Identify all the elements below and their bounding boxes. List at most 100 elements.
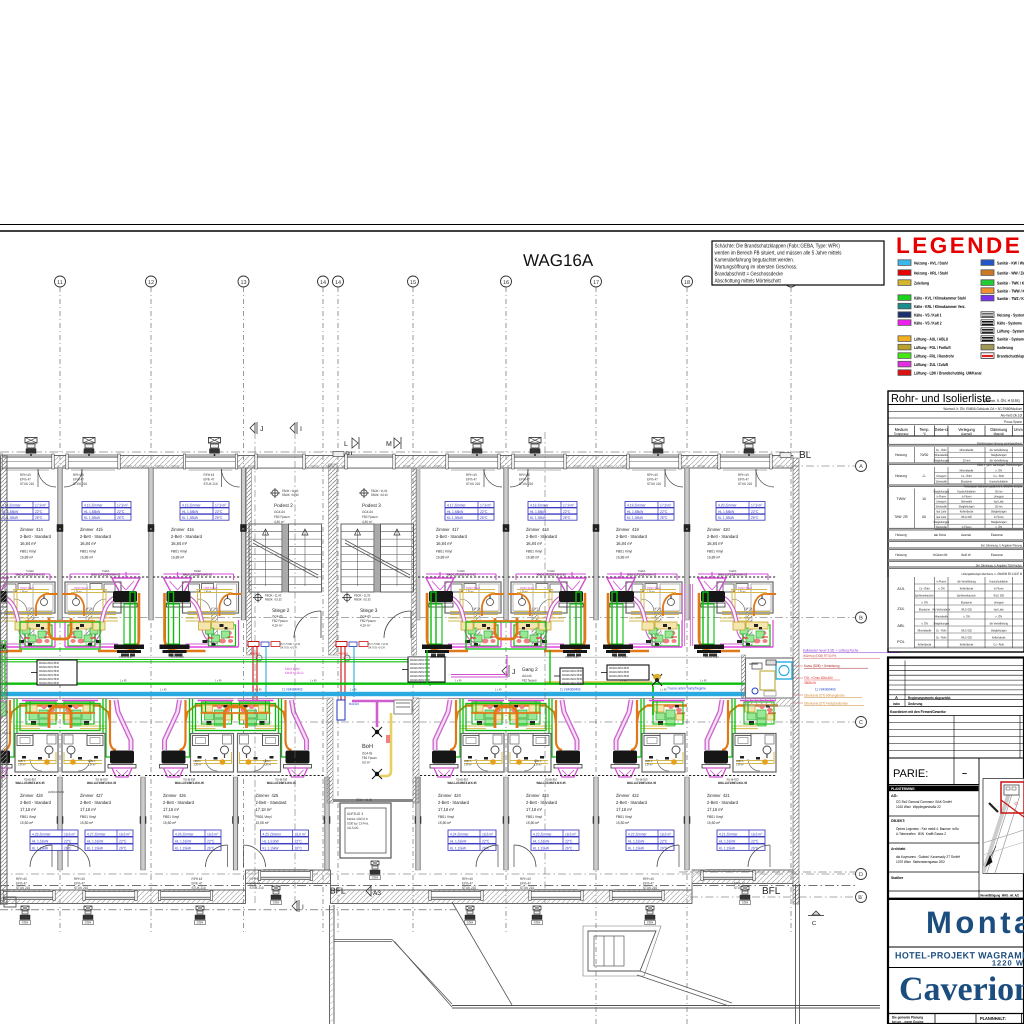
svg-text:BL: BL bbox=[799, 450, 812, 461]
svg-text:2-Bett - Standard: 2-Bett - Standard bbox=[616, 800, 647, 805]
svg-text:WAGKLIM01 8040: WAGKLIM01 8040 bbox=[39, 661, 59, 665]
svg-text:30 mm: 30 mm bbox=[995, 489, 1003, 493]
svg-text:17,18 m²: 17,18 m² bbox=[80, 807, 96, 812]
svg-text:22°C: 22°C bbox=[117, 509, 125, 514]
svg-text:RPH 43: RPH 43 bbox=[647, 473, 658, 477]
svg-text:0,0 m²: 0,0 m² bbox=[362, 761, 371, 765]
svg-text:Caverion: Caverion bbox=[899, 971, 1024, 1008]
svg-text:Montage: Montage bbox=[926, 905, 1024, 940]
svg-text:18,6 m²: 18,6 m² bbox=[119, 831, 131, 836]
svg-text:Keller/decke: Keller/decke bbox=[960, 510, 974, 514]
svg-text:2-Bett - Standard: 2-Bett - Standard bbox=[707, 534, 738, 539]
svg-text:Trockn: Trockn bbox=[547, 569, 555, 573]
svg-text:Mineralwolle: Mineralwolle bbox=[934, 615, 948, 619]
svg-text:Ausmaß: Ausmaß bbox=[961, 533, 971, 537]
svg-text:22°C: 22°C bbox=[751, 838, 759, 843]
svg-text:Zimmer 425: Zimmer 425 bbox=[256, 793, 279, 798]
svg-text:22°C: 22°C bbox=[480, 509, 488, 514]
svg-text:Kälte - VS / Kalt 1: Kälte - VS / Kalt 1 bbox=[914, 313, 942, 318]
svg-text:Dämmung: Dämmung bbox=[990, 427, 1007, 432]
svg-text:WLG 035: WLG 035 bbox=[994, 594, 1005, 598]
svg-text:Elastomer: Elastomer bbox=[991, 553, 1004, 557]
svg-text:Koordiniert mit den Firmen/Gew: Koordiniert mit den Firmen/Gewerke bbox=[890, 710, 946, 714]
svg-text:1 x 60: 1 x 60 bbox=[660, 688, 667, 692]
svg-text:26°C: 26°C bbox=[660, 515, 668, 520]
svg-text:STUK 210: STUK 210 bbox=[519, 482, 533, 486]
svg-text:n. ÖN: n. ÖN bbox=[921, 601, 927, 605]
svg-text:22°C: 22°C bbox=[64, 838, 72, 843]
svg-text:Kälte - KRL / Klimakammer Verz: Kälte - KRL / Klimakammer Verz. bbox=[914, 304, 966, 309]
svg-text:WAG16A: WAG16A bbox=[523, 251, 594, 270]
svg-text:KL 1,36kW: KL 1,36kW bbox=[447, 515, 463, 520]
svg-text:HL 1,68kW: HL 1,68kW bbox=[530, 509, 547, 514]
svg-text:GS04: GS04 bbox=[197, 921, 204, 925]
svg-text:FBOK +11,00: FBOK +11,00 bbox=[282, 489, 298, 493]
svg-text:4,36 m²: 4,36 m² bbox=[274, 520, 285, 524]
svg-text:FB2 Fpsum: FB2 Fpsum bbox=[362, 515, 378, 519]
svg-text:EPIh 47: EPIh 47 bbox=[466, 478, 477, 482]
svg-text:(A02)XXXWN2: (A02)XXXWN2 bbox=[48, 790, 64, 794]
svg-text:26°C: 26°C bbox=[563, 515, 571, 520]
svg-text:2-Bett - Standard: 2-Bett - Standard bbox=[80, 534, 111, 539]
svg-text:B´: B´ bbox=[858, 894, 864, 901]
svg-text:TWW: TWW bbox=[897, 497, 907, 501]
svg-text:bei un... wenn Gegine: bei un... wenn Gegine bbox=[892, 1020, 923, 1024]
svg-text:HL 1,68kW: HL 1,68kW bbox=[447, 509, 464, 514]
svg-text:Zimmer 422: Zimmer 422 bbox=[616, 793, 639, 798]
svg-text:Schächte: Die Brandschutzklapp: Schächte: Die Brandschutzklappen (Fabr.:… bbox=[715, 243, 840, 250]
svg-text:FB01 Vinyl: FB01 Vinyl bbox=[436, 550, 452, 554]
svg-text:STUK 210: STUK 210 bbox=[520, 886, 534, 890]
svg-text:10: 10 bbox=[922, 497, 926, 501]
svg-text:die Verteilleitung: die Verteilleitung bbox=[990, 622, 1008, 626]
svg-text:BFL: BFL bbox=[330, 886, 346, 896]
svg-text:n. ÖN: n. ÖN bbox=[996, 525, 1002, 529]
svg-text:FB02 F.: FB02 F. bbox=[194, 759, 202, 763]
svg-text:Cu - Rohr: Cu - Rohr bbox=[936, 636, 947, 640]
svg-text:Heizung: Heizung bbox=[895, 553, 906, 557]
svg-text:Cu - Rohr: Cu - Rohr bbox=[961, 474, 972, 478]
svg-text:EPIh 47: EPIh 47 bbox=[73, 478, 84, 482]
svg-text:11: 11 bbox=[57, 280, 63, 286]
svg-text:FB02 Fliesen: FB02 Fliesen bbox=[20, 586, 34, 590]
svg-text:Podest 3: Podest 3 bbox=[362, 503, 381, 509]
svg-text:HOTEL-PROJEKT WAGRAMER: HOTEL-PROJEKT WAGRAMER bbox=[895, 951, 1024, 961]
svg-text:RBOK +10,92: RBOK +10,92 bbox=[265, 598, 282, 602]
svg-text:die Kaymanns - Gabriel Kavern: die Kaymanns - Gabriel Kavernady 2T GmbH bbox=[896, 855, 960, 859]
svg-text:B: B bbox=[859, 616, 863, 622]
svg-text:KL 1,15kW: KL 1,15kW bbox=[450, 845, 466, 850]
svg-text:17,18 m²: 17,18 m² bbox=[616, 807, 632, 812]
svg-text:1 x 60: 1 x 60 bbox=[350, 688, 357, 692]
svg-text:M41/3/4: M41/3/4 bbox=[349, 702, 359, 706]
svg-text:Heizung - HVL / Stahl: Heizung - HVL / Stahl bbox=[914, 261, 948, 266]
svg-text:SD-Bt-810: SD-Bt-810 bbox=[183, 778, 195, 782]
svg-text:STUK 210: STUK 210 bbox=[73, 482, 87, 486]
svg-text:1 x 60: 1 x 60 bbox=[255, 688, 262, 692]
svg-text:17,18 m²: 17,18 m² bbox=[163, 807, 179, 812]
svg-text:Warmed. It. ÖN. EN806-Gebäude: Warmed. It. ÖN. EN806-Gebäude OA + 5G EN… bbox=[943, 407, 1022, 411]
svg-text:14: 14 bbox=[320, 280, 326, 286]
svg-text:1,36 m²: 1,36 m² bbox=[520, 590, 528, 594]
svg-text:17,18 m²: 17,18 m² bbox=[526, 807, 542, 812]
svg-text:FOL: FOL bbox=[897, 640, 904, 644]
svg-text:14: 14 bbox=[335, 280, 341, 286]
svg-text:FB2 Fpsum: FB2 Fpsum bbox=[360, 619, 376, 623]
svg-text:Zimmer 426: Zimmer 426 bbox=[163, 793, 186, 798]
svg-text:GS04: GS04 bbox=[85, 921, 92, 925]
svg-text:22°C: 22°C bbox=[565, 838, 573, 843]
svg-text:Abschottung mittels Mörtelscho: Abschottung mittels Mörtelschott bbox=[715, 278, 782, 285]
svg-text:1030 kg / 13 Pers.: 1030 kg / 13 Pers. bbox=[347, 822, 369, 826]
svg-text:Steigleitungen: Steigleitungen bbox=[991, 510, 1007, 514]
svg-text:26°C: 26°C bbox=[295, 845, 303, 850]
svg-text:laut Liste: laut Liste bbox=[936, 515, 946, 519]
svg-text:UK-STB +14,34: UK-STB +14,34 bbox=[280, 646, 297, 650]
svg-text:FB2 Fpsum: FB2 Fpsum bbox=[274, 515, 290, 519]
svg-text:70/50: 70/50 bbox=[920, 453, 929, 457]
svg-text:EPIh 47: EPIh 47 bbox=[20, 478, 31, 482]
svg-text:22°C: 22°C bbox=[751, 509, 759, 514]
svg-text:(Dämm. lt. ÖN. H 5155): (Dämm. lt. ÖN. H 5155) bbox=[984, 398, 1020, 403]
svg-text:RPH 43: RPH 43 bbox=[519, 473, 530, 477]
svg-text:WLG 035: WLG 035 bbox=[961, 515, 972, 519]
svg-text:60: 60 bbox=[922, 515, 926, 519]
svg-text:1,36 m²: 1,36 m² bbox=[464, 763, 472, 767]
svg-text:SD-Bt-810: SD-Bt-810 bbox=[456, 778, 468, 782]
